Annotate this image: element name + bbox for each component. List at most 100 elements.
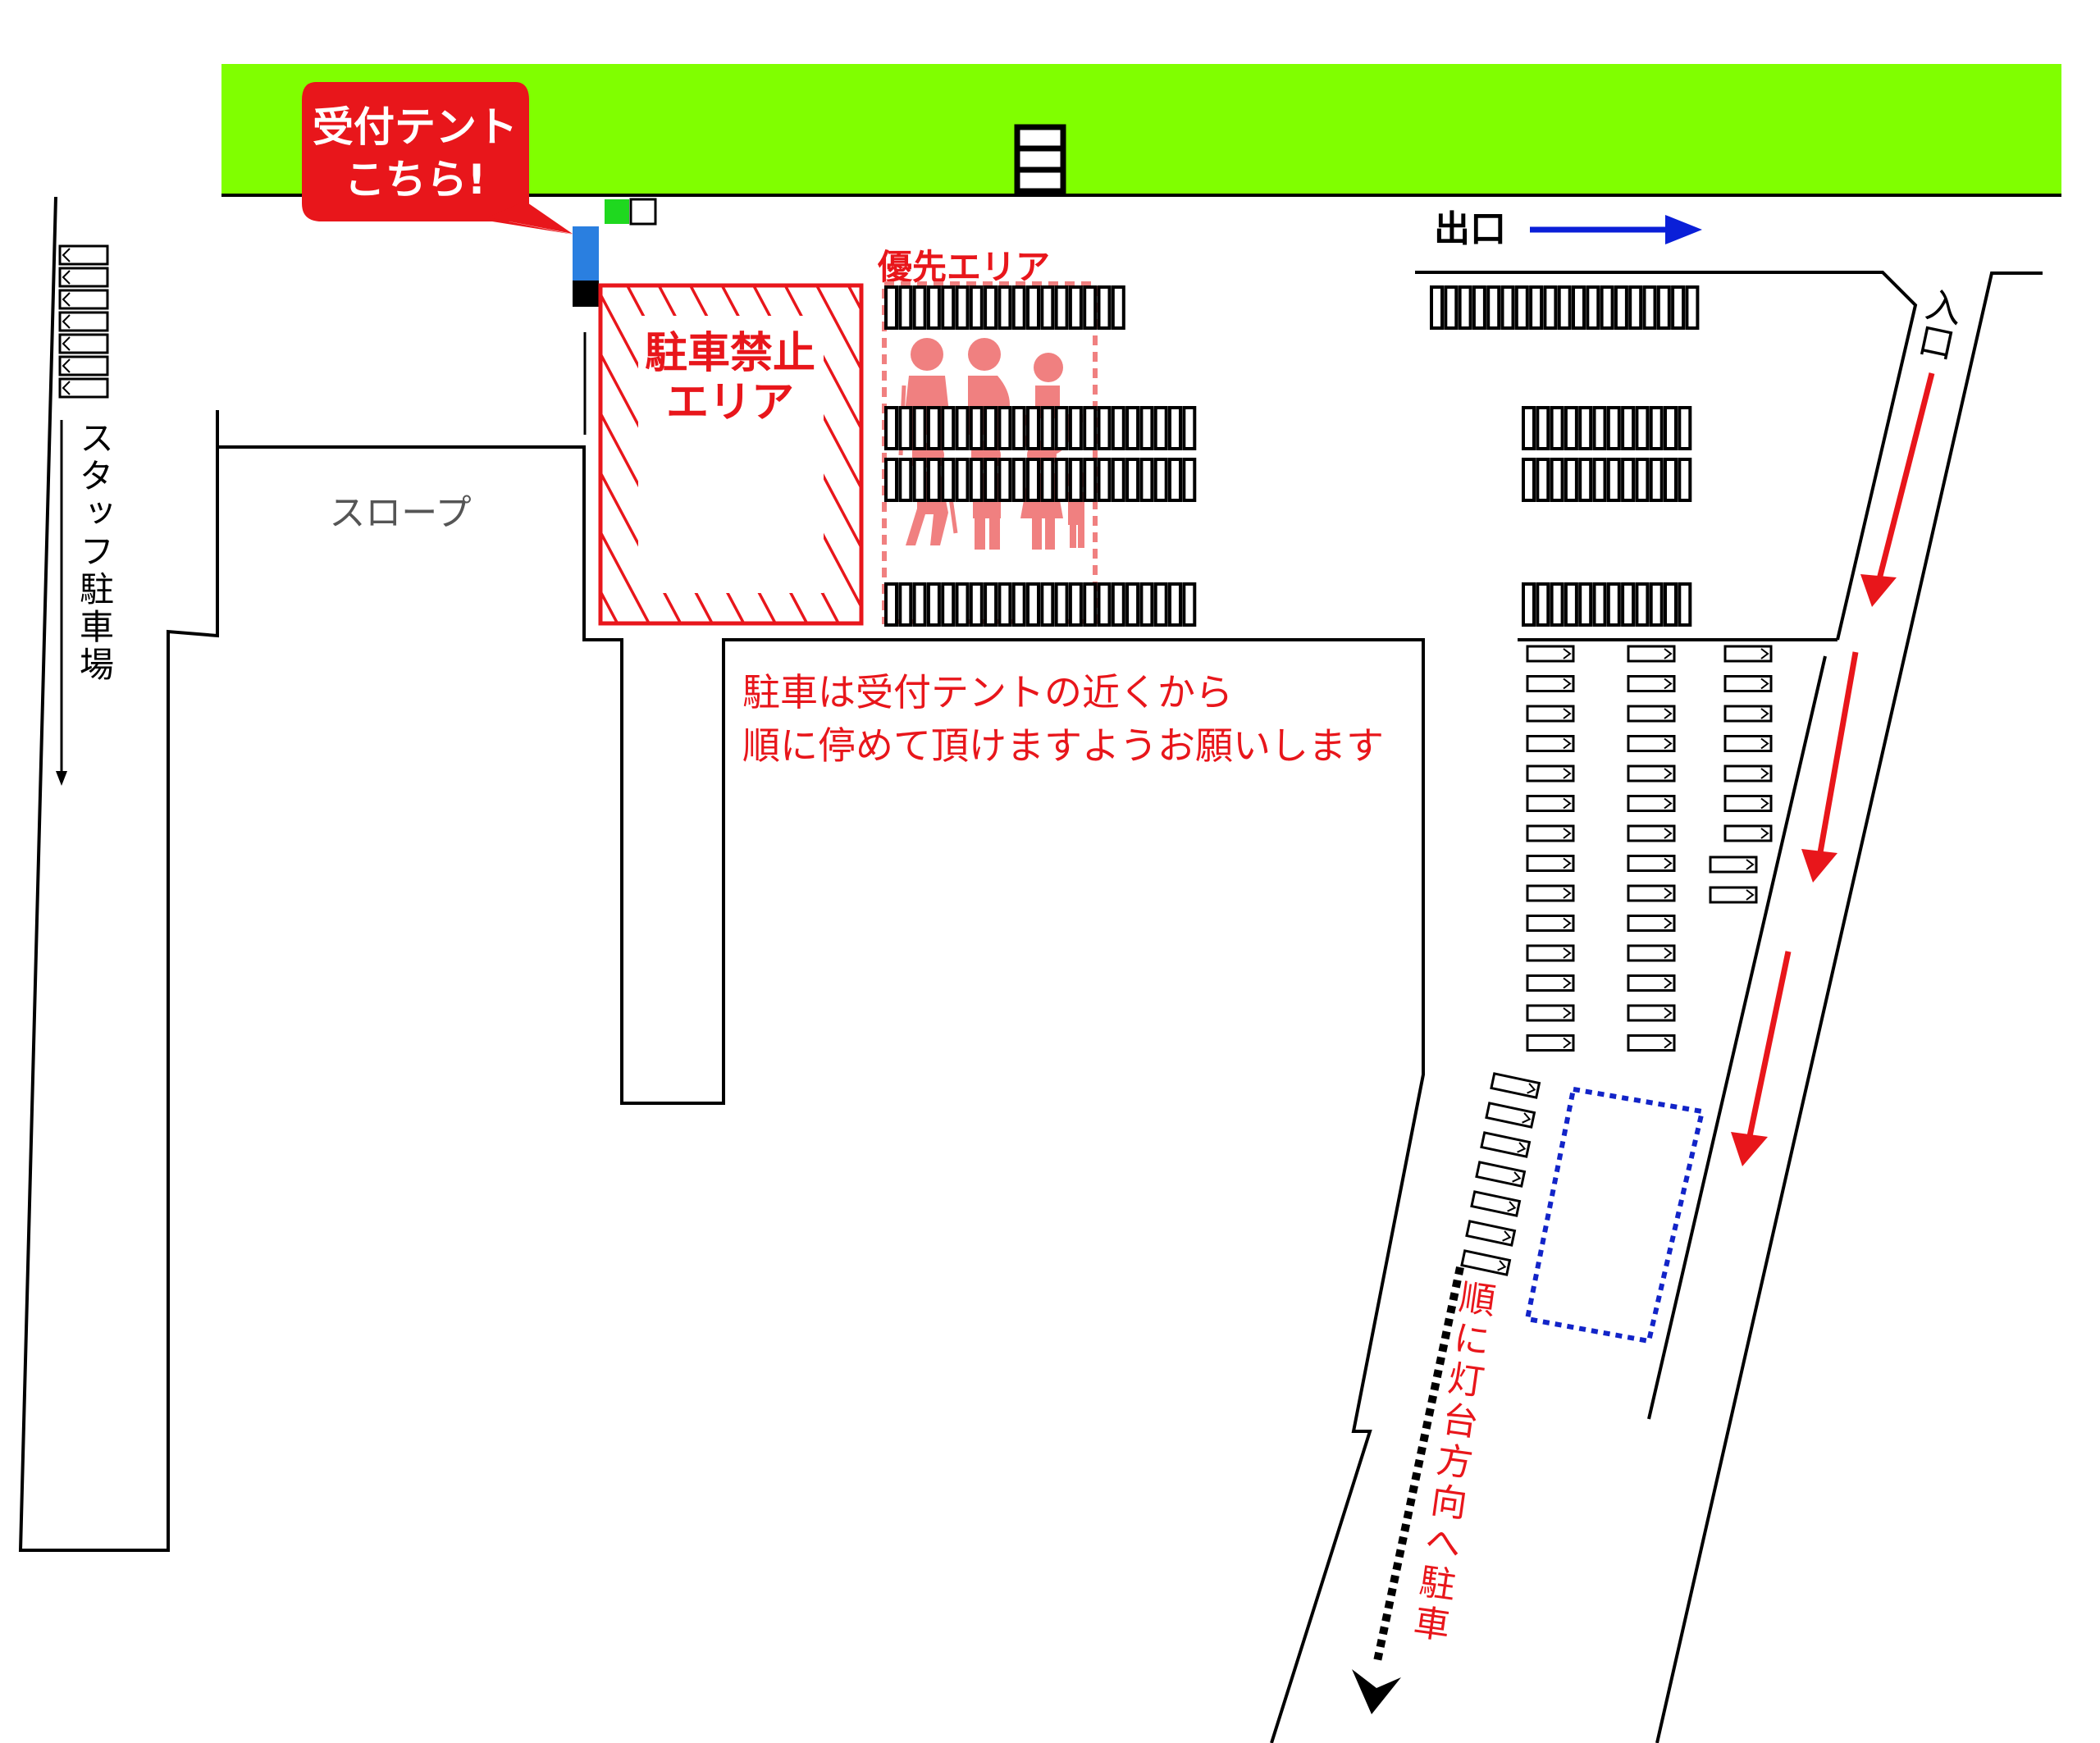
gate-icon [1014, 124, 1066, 194]
parking-slot [1168, 582, 1182, 627]
parking-slot-side [1723, 645, 1773, 663]
parking-slot [1111, 582, 1125, 627]
parking-slot [898, 406, 913, 450]
parking-slot [926, 458, 941, 502]
staff-parking-slots [58, 244, 109, 399]
parking-slot [884, 406, 898, 450]
parking-slot [941, 458, 956, 502]
parking-slot [1430, 285, 1444, 330]
parking-slot [1572, 285, 1586, 330]
parking-slot [1083, 406, 1098, 450]
parking-slot-side [1526, 735, 1575, 752]
staff-parking-slot [58, 289, 109, 310]
staff-parking-slot [58, 333, 109, 354]
parking-slot [1054, 582, 1069, 627]
parking-slot-side [1526, 944, 1575, 962]
parking-slot-side [1723, 675, 1773, 692]
parking-slot [1649, 406, 1664, 450]
parking-slot [998, 406, 1012, 450]
parking-slot-angled [1480, 1131, 1532, 1158]
parking-slot [1578, 406, 1593, 450]
parking-slot [1011, 406, 1026, 450]
reception-callout-line2: こちら! [345, 156, 486, 203]
parking-slot [884, 458, 898, 502]
parking-slot [1011, 285, 1026, 330]
staff-parking-label-group: スタッフ駐車場 [75, 420, 115, 684]
slope-area-outline [217, 445, 1425, 1743]
parking-slot [955, 582, 970, 627]
parking-slot [955, 458, 970, 502]
parking-slot [1550, 406, 1564, 450]
parking-slot [1111, 458, 1125, 502]
parking-slot-angled [1475, 1161, 1527, 1188]
parking-slot [1550, 458, 1564, 502]
parking-slot [1026, 406, 1040, 450]
instruction-line2: 順に停めて頂けますようお願いします [742, 723, 1384, 768]
parking-slot [1083, 285, 1098, 330]
staff-parking-slot [58, 244, 109, 266]
parking-slot [1564, 406, 1578, 450]
blue-dotted-zone [1524, 1086, 1705, 1344]
parking-slot [1592, 582, 1607, 627]
parking-slot [1125, 406, 1140, 450]
parking-slot-side [1526, 764, 1575, 783]
parking-columns [1460, 645, 1773, 1276]
parking-slot [1040, 582, 1055, 627]
parking-slot [969, 582, 984, 627]
priority-area-boundary [882, 281, 1098, 624]
parking-slot [1536, 458, 1550, 502]
exit-arrow-head [1665, 215, 1702, 244]
parking-slot [1649, 582, 1664, 627]
reception-callout-line1: 受付テント [313, 103, 518, 151]
parking-slot-side [1627, 944, 1676, 962]
parking-slot [1139, 458, 1154, 502]
parking-slot-side [1526, 974, 1575, 992]
parking-slot-side [1723, 795, 1773, 812]
parking-slot-side [1709, 856, 1758, 874]
parking-slot [1026, 458, 1040, 502]
parking-slot [941, 582, 956, 627]
entrance-road-left-edge [1415, 271, 1918, 641]
parking-slot [926, 285, 941, 330]
parking-slot-angled [1460, 1249, 1512, 1276]
parking-slot [1153, 458, 1168, 502]
parking-slot [898, 458, 913, 502]
parking-slot [1125, 458, 1140, 502]
parking-slot [969, 458, 984, 502]
parking-slot [1678, 406, 1692, 450]
parking-slot [1536, 406, 1550, 450]
parking-slot [1635, 406, 1650, 450]
parking-slot [1578, 582, 1593, 627]
parking-slot [1678, 582, 1692, 627]
priority-area-label: 優先エリア [877, 247, 1050, 287]
parking-slot-side [1627, 1034, 1676, 1052]
parking-slot [1472, 285, 1486, 330]
parking-slot [1182, 582, 1197, 627]
parking-slot [1592, 458, 1607, 502]
parking-slot [1153, 582, 1168, 627]
parking-slot-side [1627, 855, 1676, 872]
parking-slot [1458, 285, 1472, 330]
parking-slot [1543, 285, 1558, 330]
parking-slot [926, 406, 941, 450]
parking-slot-side [1723, 735, 1773, 752]
staff-parking-label: スタッフ駐車場 [75, 420, 115, 684]
parking-slot [1578, 458, 1593, 502]
parking-slot [1097, 285, 1112, 330]
staff-parking-slot [58, 355, 109, 376]
parking-slot [1068, 458, 1083, 502]
parking-slot [1153, 406, 1168, 450]
parking-slot [1664, 406, 1678, 450]
parking-slot-side [1526, 915, 1575, 932]
exit-label: 出口 [1434, 208, 1506, 250]
parking-slot-side [1526, 645, 1575, 663]
parking-slot-side [1723, 824, 1773, 842]
parking-slot [884, 285, 898, 330]
parking-slot-angled [1470, 1190, 1522, 1217]
parking-slot [1040, 458, 1055, 502]
lighthouse-arrow-head [1352, 1669, 1401, 1714]
parking-slot [1125, 582, 1140, 627]
parking-rows [884, 285, 1700, 627]
parking-slot [998, 285, 1012, 330]
parking-slot [1068, 285, 1083, 330]
